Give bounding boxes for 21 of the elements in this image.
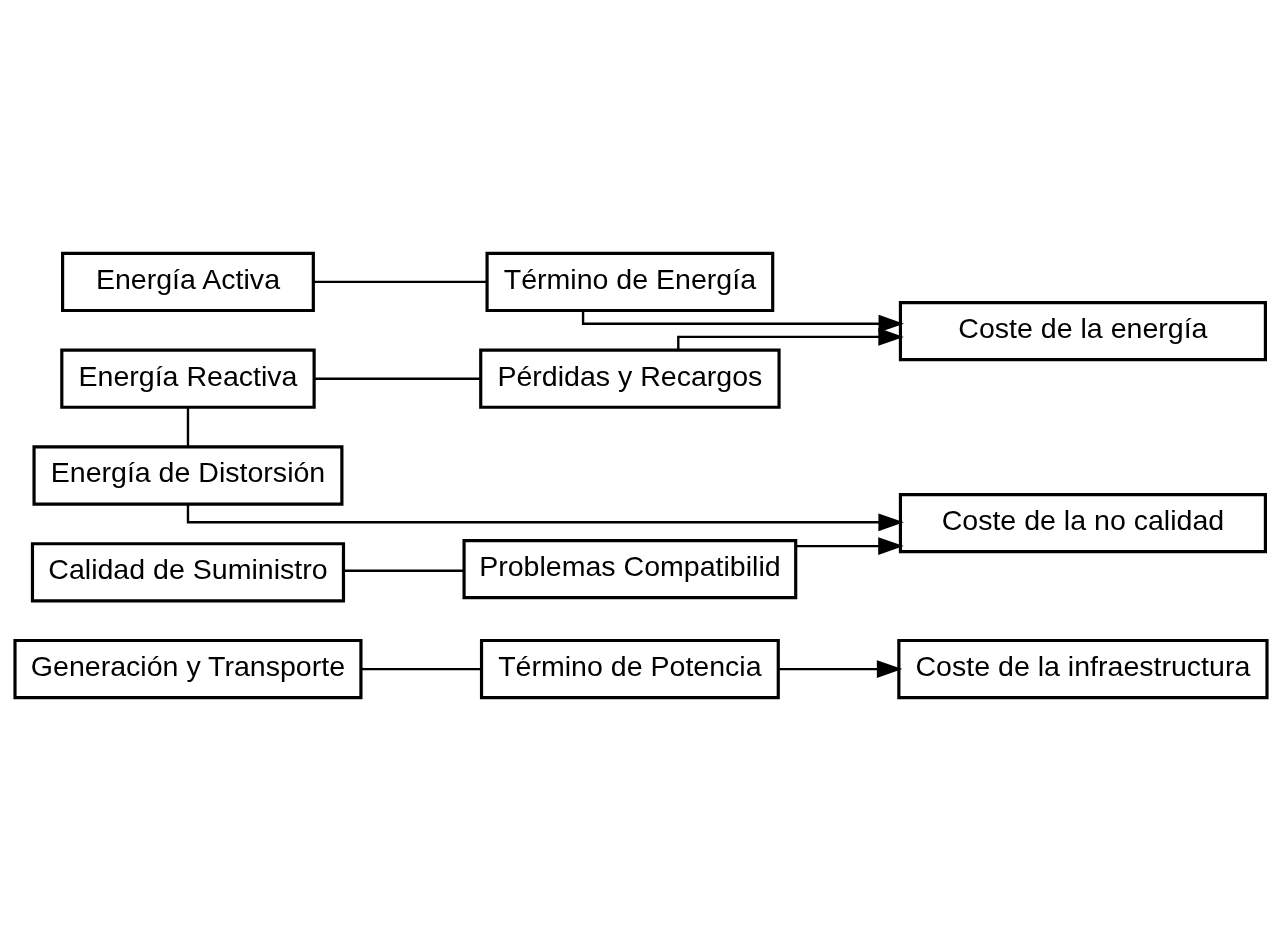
connector [343, 569, 464, 572]
node-box: Problemas Compatibilid [462, 538, 798, 600]
node-box: Generación y Transporte [13, 638, 363, 700]
node-box: Coste de la energía [898, 300, 1267, 362]
arrow [581, 310, 904, 333]
connector [186, 407, 190, 447]
node-box: Término de Potencia [479, 638, 780, 700]
node-box: Energía de Distorsión [32, 445, 344, 506]
arrow [778, 660, 903, 678]
node-box: Coste de la no calidad [898, 492, 1267, 554]
connector [313, 280, 487, 284]
connector [314, 377, 481, 380]
node-box: Calidad de Suministro [30, 542, 346, 603]
node-box: Coste de la infraestructura [897, 638, 1269, 700]
node-box: Término de Energía [485, 251, 775, 313]
arrow [796, 537, 904, 555]
node-box: Energía Reactiva [60, 348, 316, 409]
connector [361, 667, 482, 671]
node-box: Energía Activa [61, 251, 315, 313]
node-box: Pérdidas y Recargos [479, 348, 781, 409]
arrow [677, 328, 904, 351]
